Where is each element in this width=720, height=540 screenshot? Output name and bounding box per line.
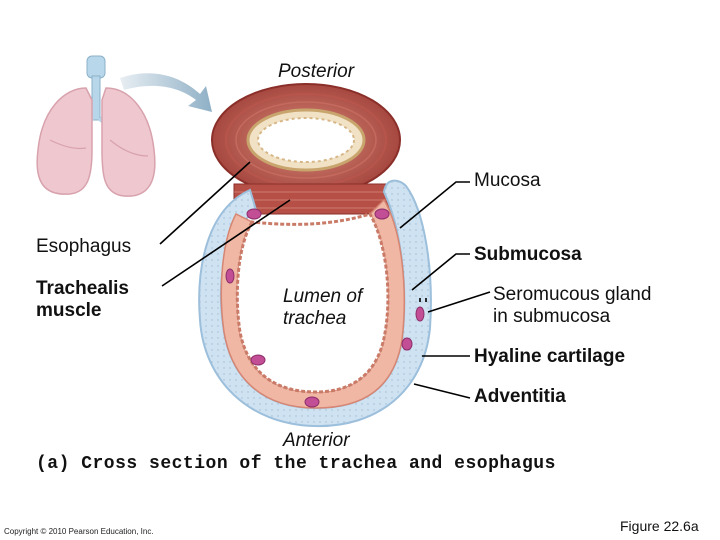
trachealis-label: Trachealis muscle <box>36 278 129 321</box>
posterior-label: Posterior <box>278 61 355 82</box>
hyaline-cartilage-label: Hyaline cartilage <box>474 346 626 367</box>
trachea <box>198 179 432 428</box>
esophagus-label: Esophagus <box>36 236 132 257</box>
seromucous-glands <box>225 208 425 408</box>
leader-lines <box>159 161 491 399</box>
esophagus <box>211 83 401 197</box>
copyright-notice: Copyright © 2010 Pearson Education, Inc. <box>4 527 154 536</box>
mucosa-label: Mucosa <box>474 170 541 191</box>
seromucous-gland-label: Seromucous gland in submucosa <box>493 284 652 327</box>
lungs-thumbnail <box>36 55 156 197</box>
figure-caption: (a) Cross section of the trachea and eso… <box>36 454 556 474</box>
figure-number: Figure 22.6a <box>620 518 699 534</box>
submucosa-label: Submucosa <box>474 244 582 265</box>
pointer-arrow <box>120 73 212 112</box>
anterior-label: Anterior <box>283 430 350 451</box>
adventitia-label: Adventitia <box>474 386 566 407</box>
lumen-label: Lumen of trachea <box>283 286 363 329</box>
